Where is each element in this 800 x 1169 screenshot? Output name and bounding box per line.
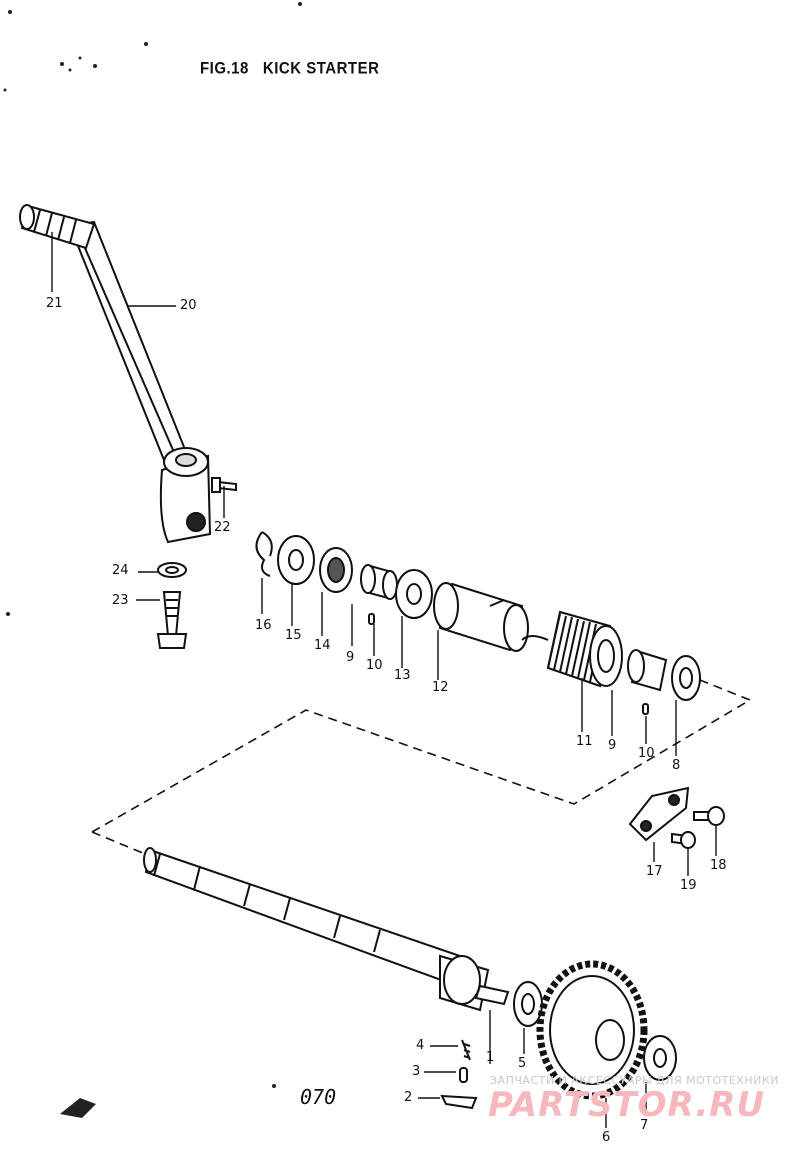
washer-part-7 xyxy=(643,1035,677,1081)
callout-17: 17 xyxy=(646,864,663,879)
figure-title-text: KICK STARTER xyxy=(262,59,380,78)
page-number: 070 xyxy=(300,1085,337,1109)
collar-part-9-right xyxy=(627,649,668,692)
spring-guide-part-12 xyxy=(433,582,529,652)
callout-9-right: 9 xyxy=(608,738,617,753)
scan-speckles xyxy=(3,2,302,1088)
callout-14: 14 xyxy=(314,638,331,653)
callout-21: 21 xyxy=(46,296,63,311)
watermark-brand: PARTSTOR.RU xyxy=(488,1085,766,1125)
callout-22: 22 xyxy=(214,520,231,535)
callout-10-left: 10 xyxy=(366,658,383,673)
callout-1: 1 xyxy=(486,1050,495,1065)
circlip-part-16 xyxy=(255,531,273,577)
assembly-dashed-lines xyxy=(91,679,752,857)
callout-12: 12 xyxy=(432,680,449,695)
callout-24: 24 xyxy=(112,563,129,578)
pin-part-3 xyxy=(459,1067,468,1083)
callout-6: 6 xyxy=(602,1130,611,1145)
callout-16: 16 xyxy=(255,618,272,633)
figure-title: FIG.18 KICK STARTER xyxy=(200,59,379,78)
callout-23: 23 xyxy=(112,593,129,608)
bolt-part-22 xyxy=(211,477,237,493)
bolt-part-19 xyxy=(671,831,696,849)
callout-11: 11 xyxy=(576,734,593,749)
bushing-part-14 xyxy=(319,547,353,593)
washer-part-8 xyxy=(671,655,701,701)
callout-7: 7 xyxy=(640,1118,649,1133)
washer-part-15 xyxy=(277,535,315,585)
front-arrow-icon xyxy=(60,1098,96,1118)
callout-18: 18 xyxy=(710,858,727,873)
callout-20: 20 xyxy=(180,298,197,313)
callout-13: 13 xyxy=(394,668,411,683)
spring-part-4 xyxy=(461,1039,471,1061)
callout-5: 5 xyxy=(518,1056,527,1071)
callout-4: 4 xyxy=(416,1038,425,1053)
bolt-part-23 xyxy=(156,591,188,649)
callout-9-left: 9 xyxy=(346,650,355,665)
bolt-part-18 xyxy=(693,806,725,826)
callout-15: 15 xyxy=(285,628,302,643)
kick-starter-shaft-part-1 xyxy=(143,847,510,1012)
collar-part-9-left xyxy=(360,564,398,600)
watermark-tagline: ЗАПЧАСТИ И АКСЕССУАРЫ ДЛЯ МОТОТЕХНИКИ xyxy=(490,1074,779,1087)
callout-8: 8 xyxy=(672,758,681,773)
callout-3: 3 xyxy=(412,1064,421,1079)
stopper-plate-part-17 xyxy=(628,786,690,842)
pin-part-10-left xyxy=(368,613,375,625)
kick-lever-part-20 xyxy=(68,220,212,544)
washer-part-24 xyxy=(157,562,187,578)
figure-label: FIG.18 xyxy=(200,59,249,78)
kick-lever-rubber-part-21 xyxy=(19,204,96,250)
washer-part-13 xyxy=(395,569,433,619)
leader-lines xyxy=(51,232,717,1128)
callout-2: 2 xyxy=(404,1090,413,1105)
pin-part-10-right xyxy=(642,703,649,715)
callout-19: 19 xyxy=(680,878,697,893)
callout-10-right: 10 xyxy=(638,746,655,761)
kick-spring-part-11 xyxy=(521,610,623,688)
kick-gear-part-6 xyxy=(536,960,648,1100)
pawl-part-2 xyxy=(440,1094,478,1110)
